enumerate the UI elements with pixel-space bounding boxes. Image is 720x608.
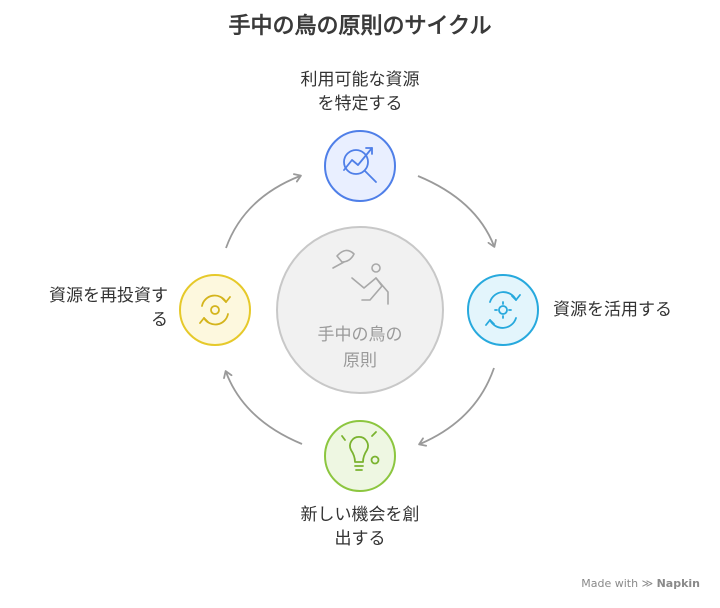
hand-bird-icon bbox=[332, 249, 389, 305]
node-identify-label: 利用可能な資源 を特定する bbox=[270, 68, 450, 116]
center-circle bbox=[276, 226, 444, 394]
node-create-circle bbox=[324, 420, 396, 492]
center-label-line1: 手中の鳥の bbox=[317, 325, 403, 345]
watermark-brand: Napkin bbox=[656, 577, 700, 590]
node-reinvest-label-line1: 資源を再投資す bbox=[49, 286, 168, 306]
node-create-label: 新しい機会を創 出する bbox=[270, 503, 450, 551]
node-identify-label-line1: 利用可能な資源 bbox=[300, 70, 420, 90]
node-identify-circle bbox=[324, 130, 396, 202]
node-utilize-circle bbox=[467, 274, 539, 346]
center-label-line2: 原則 bbox=[343, 351, 377, 371]
arrow-right-to-bottom bbox=[418, 367, 495, 447]
diagram-title: 手中の鳥の原則のサイクル bbox=[228, 14, 492, 39]
node-reinvest-label-line2: る bbox=[151, 310, 168, 330]
search-graph-icon bbox=[343, 147, 377, 183]
napkin-logo-icon: ≫ bbox=[641, 577, 654, 590]
node-create-label-line2: 出する bbox=[334, 529, 386, 549]
watermark: Made with ≫ Napkin bbox=[581, 577, 700, 590]
recycle-icon bbox=[199, 294, 231, 326]
center-label: 手中の鳥の 原則 bbox=[295, 322, 425, 374]
node-identify-label-line2: を特定する bbox=[317, 94, 403, 114]
node-reinvest-circle bbox=[179, 274, 251, 346]
arrow-left-to-top bbox=[225, 173, 302, 249]
arrow-top-to-right bbox=[417, 175, 497, 248]
lightbulb-icon bbox=[341, 431, 380, 471]
node-utilize-label-line1: 資源を活用する bbox=[553, 300, 672, 320]
cycle-gear-icon bbox=[485, 291, 521, 329]
watermark-prefix: Made with bbox=[581, 577, 639, 590]
node-create-label-line1: 新しい機会を創 bbox=[300, 505, 420, 525]
node-reinvest-label: 資源を再投資す る bbox=[20, 284, 168, 332]
arrow-bottom-to-left bbox=[223, 370, 303, 445]
node-utilize-label: 資源を活用する bbox=[553, 298, 713, 322]
